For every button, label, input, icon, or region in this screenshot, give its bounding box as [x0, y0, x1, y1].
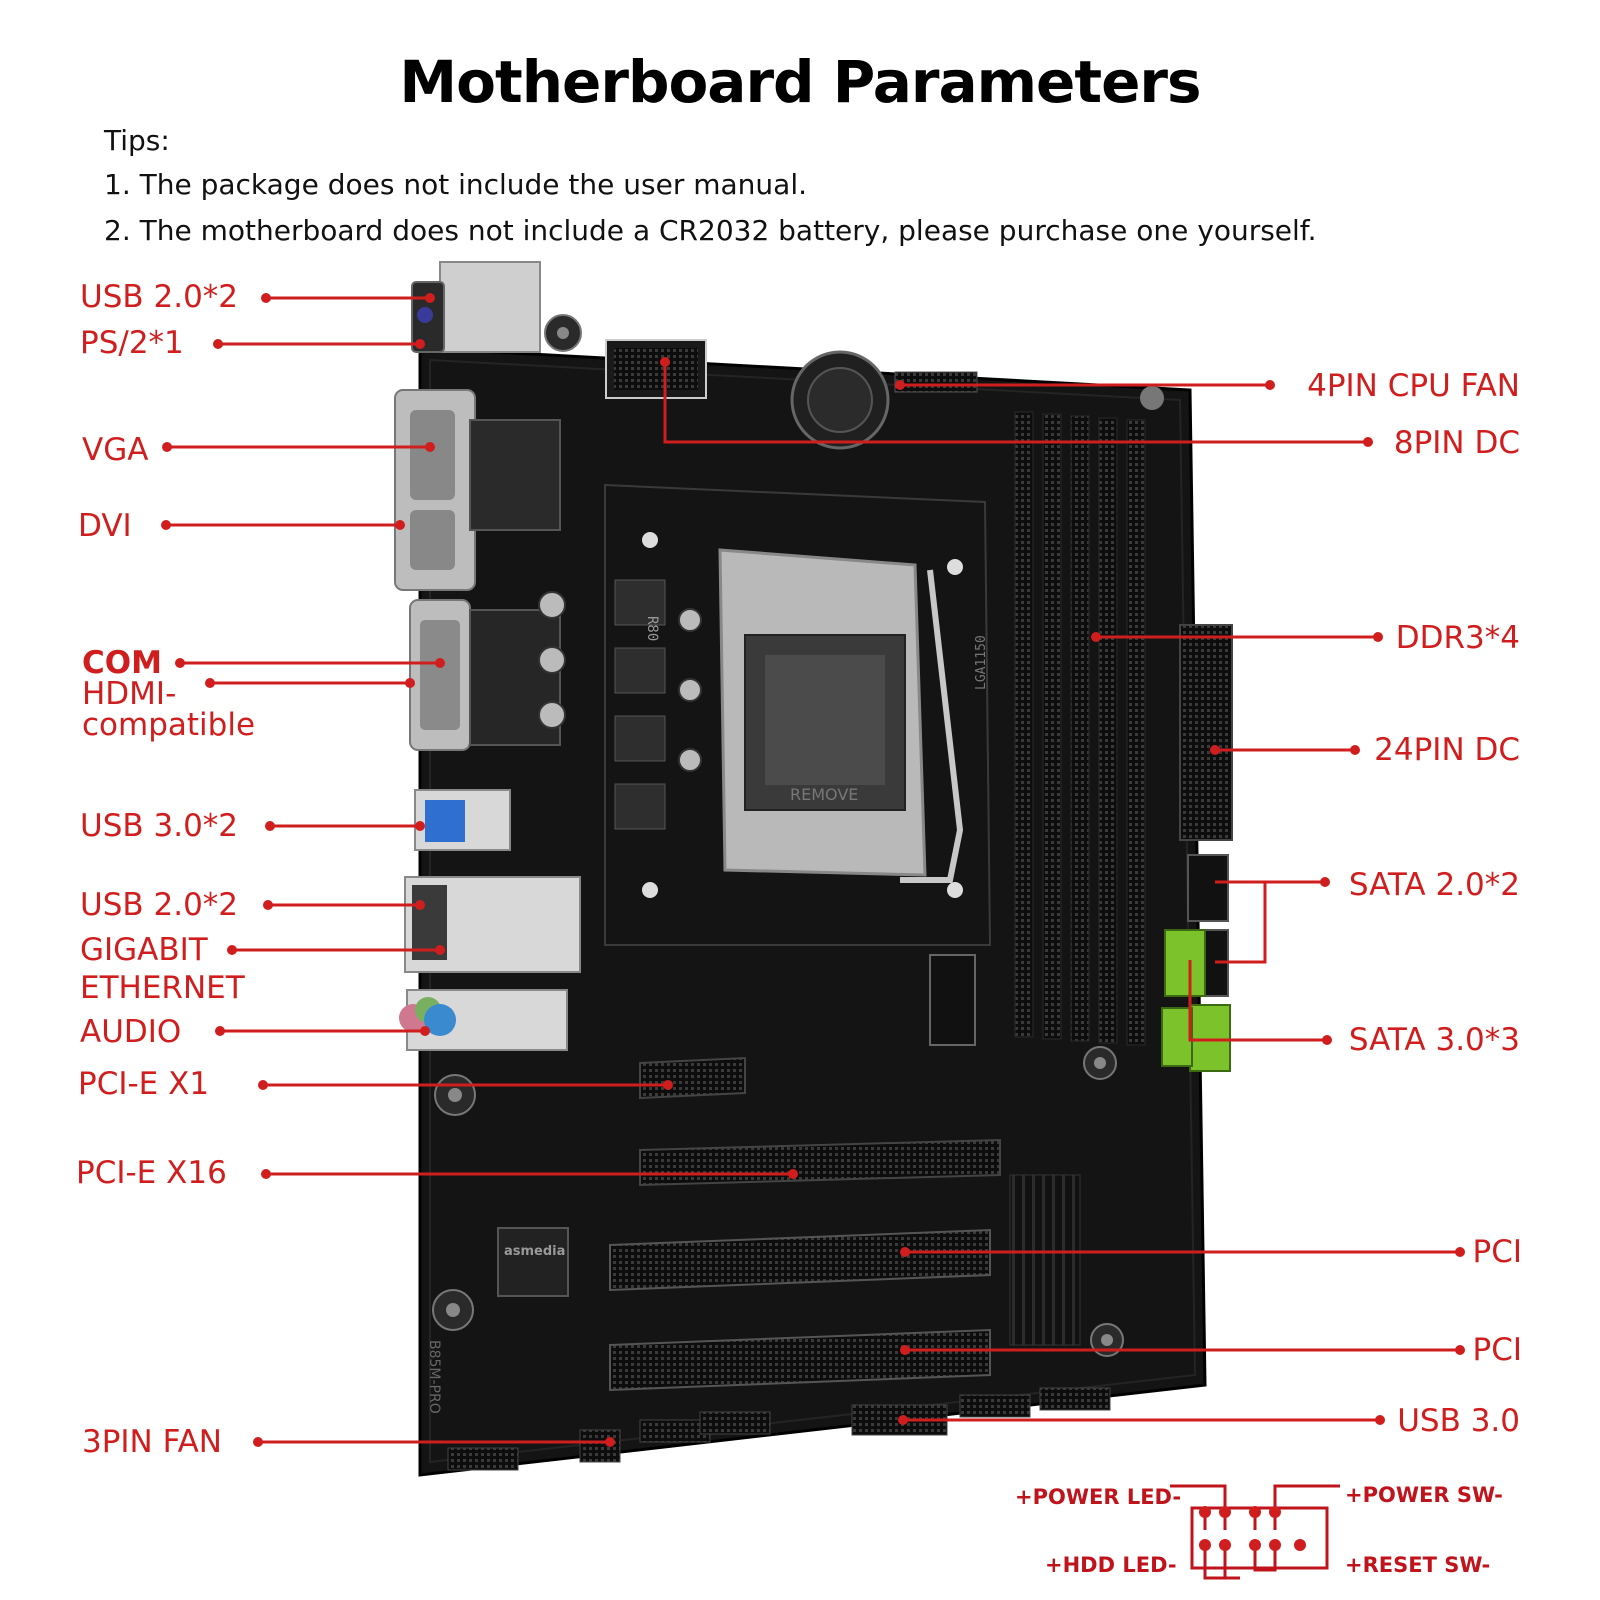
label-ddr3: DDR3*4 [1396, 620, 1520, 656]
label-usb30-rear: USB 3.0*2 [80, 808, 238, 844]
asmedia-print: asmedia [504, 1244, 565, 1259]
label-cpu-fan: 4PIN CPU FAN [1307, 368, 1520, 404]
fp-reset-sw-label: +RESET SW- [1345, 1553, 1490, 1577]
asmedia-chip [497, 1227, 569, 1297]
label-pci-1: PCI [1473, 1234, 1522, 1270]
24pin-dc-connector [1179, 624, 1233, 841]
fp-power-sw-label: +POWER SW- [1345, 1483, 1503, 1507]
pci-slot [609, 1228, 991, 1292]
label-usb30-header: USB 3.0 [1397, 1403, 1520, 1439]
label-hdmi-line2: compatible [82, 707, 255, 743]
ddr3-slots [1014, 411, 1146, 1046]
rear-io-panel [394, 261, 581, 1051]
label-com: COM [82, 645, 162, 681]
label-pcie-x16: PCI-E X16 [76, 1155, 227, 1191]
usb20-port-stack [439, 261, 541, 353]
label-ps2: PS/2*1 [80, 325, 184, 361]
label-vga: VGA [82, 432, 148, 468]
fp-pin [1269, 1506, 1281, 1518]
leader-line [663, 362, 1368, 444]
page-title: Motherboard Parameters [399, 48, 1201, 116]
fp-pin [1219, 1539, 1231, 1551]
choke-print: R80 [644, 616, 660, 641]
label-sata3: SATA 3.0*3 [1349, 1022, 1520, 1058]
chipset-heatsink [1009, 1174, 1081, 1346]
fp-pin [1269, 1539, 1281, 1551]
m2-slot [929, 954, 976, 1046]
pci-slot [609, 1328, 991, 1392]
right-callouts: 4PIN CPU FAN 8PIN DC DDR3*4 24PIN DC SAT… [660, 357, 1522, 1439]
socket-remove-print: REMOVE [790, 785, 858, 804]
sata2-port [1187, 854, 1229, 922]
model-print: B85M-PRO [426, 1340, 442, 1414]
sata3-port [1189, 1004, 1231, 1072]
cpu-fan-header [894, 371, 978, 393]
label-hdmi-line1: HDMI- [82, 676, 176, 712]
front-panel-diagram: +POWER LED- +POWER SW- +HDD LED- +RESET … [1015, 1483, 1503, 1580]
label-pcie-x1: PCI-E X1 [78, 1066, 209, 1102]
fp-pin [1249, 1539, 1261, 1551]
fp-power-led-label: +POWER LED- [1015, 1485, 1181, 1509]
fp-hdd-led-label: +HDD LED- [1045, 1553, 1177, 1577]
3pin-fan-header [579, 1429, 621, 1463]
label-sata2: SATA 2.0*2 [1349, 867, 1520, 903]
top-connectors [605, 339, 978, 450]
label-usb20-top: USB 2.0*2 [80, 279, 238, 315]
expansion-slots [609, 1056, 1001, 1392]
tips-heading: Tips: [104, 124, 170, 157]
tip-item: 2. The motherboard does not include a CR… [104, 214, 1317, 247]
label-ethernet-line2: ETHERNET [80, 970, 246, 1006]
sata3-port [1164, 929, 1206, 997]
fp-header-outline [1190, 1506, 1329, 1570]
leader-line [1215, 880, 1325, 964]
fp-pin [1294, 1539, 1306, 1551]
label-24pin-dc: 24PIN DC [1374, 732, 1520, 768]
tip-item: 1. The package does not include the user… [104, 168, 808, 201]
fp-pin [1219, 1506, 1231, 1518]
label-8pin-dc: 8PIN DC [1394, 425, 1520, 461]
label-audio: AUDIO [80, 1014, 181, 1050]
vrm-chokes: R80 [538, 579, 702, 830]
socket-type-print: LGA1150 [974, 635, 989, 690]
bottom-headers [447, 1387, 1111, 1471]
label-usb20-mid: USB 2.0*2 [80, 887, 238, 923]
label-3pin-fan: 3PIN FAN [82, 1424, 222, 1460]
pcie-x1-slot [639, 1056, 746, 1100]
leader-line [1188, 960, 1327, 1042]
fp-pin [1199, 1506, 1211, 1518]
label-dvi: DVI [78, 508, 132, 544]
cpu-socket: REMOVE LGA1150 [718, 548, 989, 883]
label-ethernet-line1: GIGABIT [80, 932, 209, 968]
sata3-port [1161, 1007, 1193, 1067]
fp-pin [1199, 1539, 1211, 1551]
left-callouts: USB 2.0*2 PS/2*1 VGA DVI COM HDMI- compa… [76, 279, 798, 1460]
label-pci-2: PCI [1473, 1332, 1522, 1368]
sata-connectors [1161, 854, 1231, 1072]
fp-pin [1249, 1506, 1261, 1518]
